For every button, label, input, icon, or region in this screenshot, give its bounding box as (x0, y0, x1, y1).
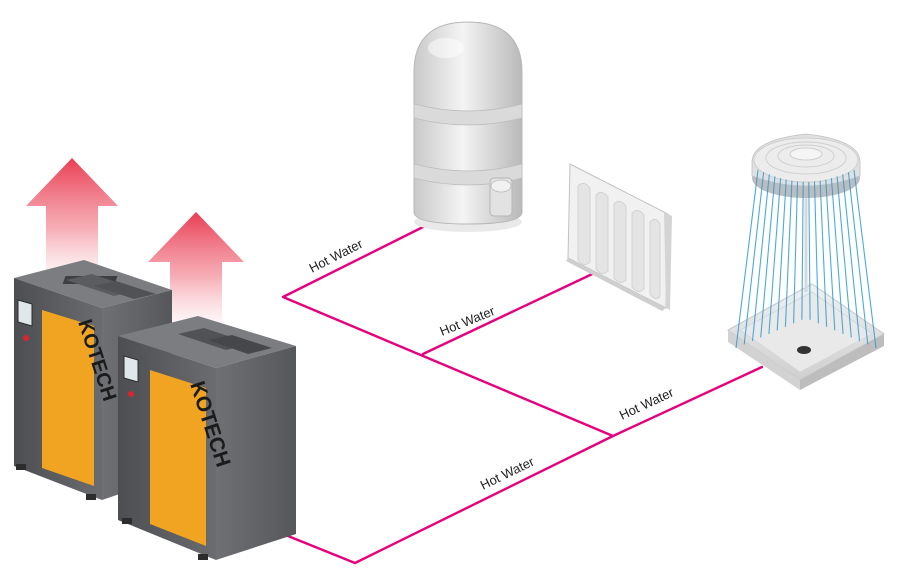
water-stream-line (735, 169, 759, 349)
pipe-main-from-compressor (281, 434, 615, 565)
water-stream-line (830, 178, 844, 334)
water-stream-line (853, 169, 877, 349)
pipe-to-shower (611, 365, 764, 438)
water-stream-line (801, 181, 804, 320)
heat-arrow-icon (26, 158, 118, 286)
water-stream-line (760, 176, 776, 338)
radiator-icon (566, 163, 672, 311)
water-stream-line (751, 174, 770, 341)
water-stream-line (819, 180, 828, 327)
water-tank-icon (413, 21, 523, 232)
water-streams (735, 169, 877, 349)
water-stream-line (825, 179, 836, 331)
pipe-to-radiator (421, 266, 607, 356)
air-compressor-unit: KOTECH (118, 316, 296, 560)
water-stream-line (793, 181, 799, 324)
shower-icon (727, 133, 885, 390)
pipe-label-shower: Hot Water (617, 384, 677, 422)
water-stream-line (813, 181, 819, 324)
water-stream-line (836, 176, 852, 338)
hot-water-pipes (281, 215, 764, 565)
water-stream-line (768, 178, 782, 334)
water-stream-line (743, 172, 765, 345)
water-stream-line (776, 179, 787, 331)
water-stream-line (842, 174, 861, 341)
water-stream-line (808, 181, 811, 320)
pipe-to-tank (281, 215, 615, 438)
water-stream-line (784, 180, 793, 327)
water-stream-line (847, 172, 869, 345)
